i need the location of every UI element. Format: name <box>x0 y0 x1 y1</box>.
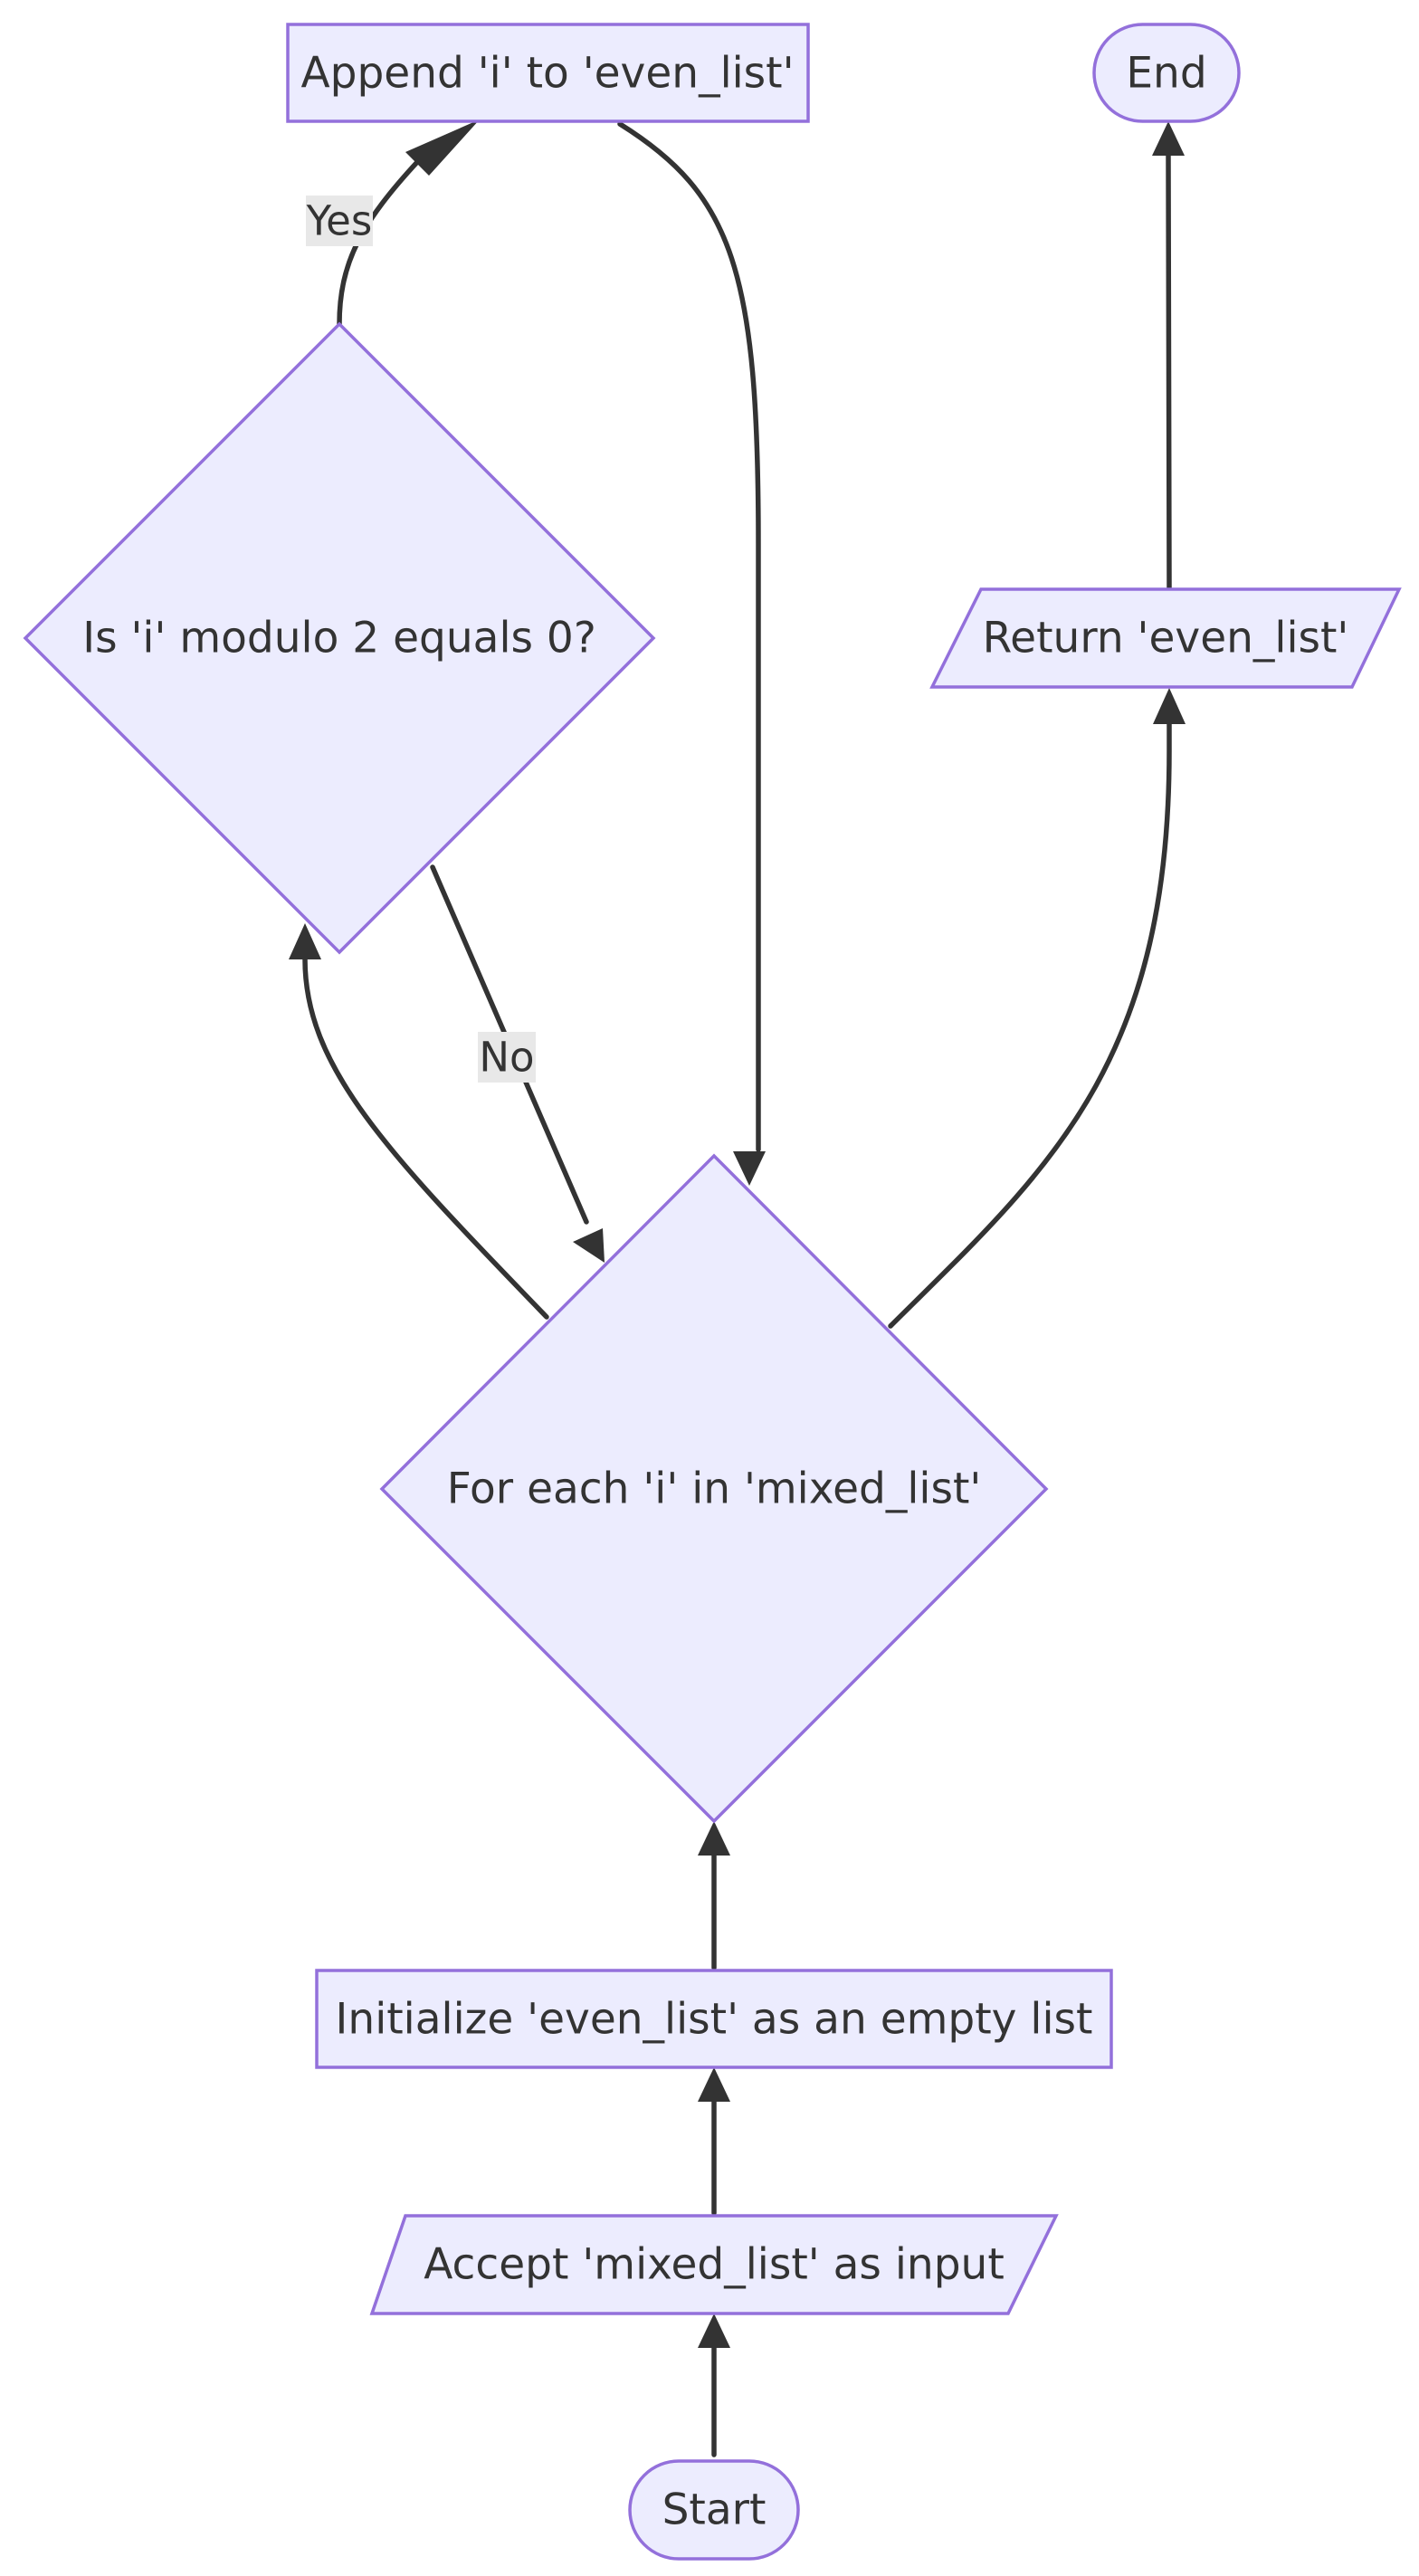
svg-text:Yes: Yes <box>306 197 373 245</box>
node-check-even[interactable]: Is 'i' modulo 2 equals 0? <box>23 321 656 955</box>
node-for-each[interactable]: For each 'i' in 'mixed_list' <box>379 1153 1049 1824</box>
arrowhead-icon <box>1152 121 1185 156</box>
arrowhead-icon <box>698 2067 730 2102</box>
edges <box>289 119 1186 2457</box>
svg-text:Accept 'mixed_list' as input: Accept 'mixed_list' as input <box>424 2240 1005 2290</box>
svg-text:Start: Start <box>662 2485 767 2535</box>
svg-text:For each 'i' in 'mixed_list': For each 'i' in 'mixed_list' <box>447 1465 982 1514</box>
edge-label-yes: Yes <box>306 196 373 246</box>
arrowhead-icon <box>289 923 321 959</box>
arrowhead-icon <box>573 1228 605 1263</box>
node-return-list[interactable]: Return 'even_list' <box>929 587 1402 689</box>
edge-start-to-accept-input <box>698 2314 730 2457</box>
edge-for-each-to-check-even <box>289 923 549 1320</box>
edge-accept-input-to-init-list <box>698 2067 730 2216</box>
edge-append-to-for-each <box>617 121 766 1186</box>
svg-text:No: No <box>479 1034 534 1082</box>
svg-text:End: End <box>1126 49 1206 99</box>
node-end[interactable]: End <box>1092 23 1241 123</box>
svg-text:Return 'even_list': Return 'even_list' <box>983 614 1349 663</box>
edge-init-list-to-for-each <box>698 1821 730 1970</box>
svg-text:Is 'i' modulo 2 equals 0?: Is 'i' modulo 2 equals 0? <box>82 614 596 663</box>
arrowhead-icon <box>733 1151 766 1186</box>
edge-return-list-to-end <box>1152 121 1185 591</box>
svg-text:Initialize 'even_list' as an e: Initialize 'even_list' as an empty list <box>336 1995 1093 2045</box>
arrowhead-icon <box>698 1821 730 1856</box>
arrowhead-icon <box>698 2314 730 2348</box>
node-append[interactable]: Append 'i' to 'even_list' <box>286 23 810 123</box>
arrowhead-icon <box>405 119 480 176</box>
edge-label-no: No <box>478 1032 536 1083</box>
arrowhead-icon <box>1153 688 1186 724</box>
svg-text:Append 'i' to 'even_list': Append 'i' to 'even_list' <box>300 49 794 99</box>
node-accept-input[interactable]: Accept 'mixed_list' as input <box>369 2214 1059 2315</box>
edge-for-each-to-return-list <box>888 688 1186 1329</box>
node-start[interactable]: Start <box>628 2459 800 2561</box>
node-init-list[interactable]: Initialize 'even_list' as an empty list <box>315 1969 1113 2069</box>
